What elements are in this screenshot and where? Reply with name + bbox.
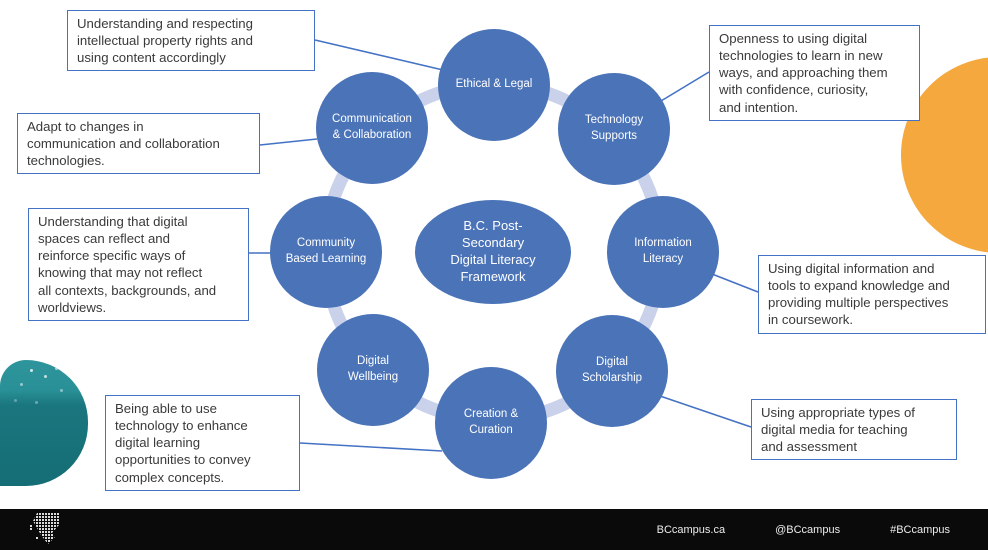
- footer-bar: BCcampus.ca @BCcampus #BCcampus: [0, 509, 988, 550]
- bubbles-decoration: [30, 369, 33, 372]
- node-label: Based Learning: [285, 253, 367, 265]
- line-technology-supports: [660, 71, 710, 102]
- center-hub-framework: B.C. Post- Secondary Digital Literacy Fr…: [415, 200, 571, 304]
- node-information-literacy: Information Literacy: [607, 196, 719, 308]
- center-hub-line: Digital Literacy: [450, 252, 536, 267]
- line-communication-collaboration: [259, 138, 318, 146]
- node-label: Communication: [332, 113, 412, 126]
- footer-hashtag: #BCcampus: [890, 523, 950, 536]
- center-hub-line: Secondary: [461, 235, 525, 251]
- node-digital-scholarship: Digital Scholarship: [556, 315, 668, 427]
- node-digital-wellbeing: Digital Wellbeing: [317, 314, 429, 426]
- center-hub-line: Framework: [460, 268, 526, 284]
- node-label: Scholarship: [581, 372, 643, 384]
- node-label: & Collaboration: [332, 129, 412, 141]
- callout-technology-supports: Openness to using digital technologies t…: [709, 25, 920, 121]
- center-hub-line: B.C. Post-: [463, 218, 523, 234]
- line-digital-scholarship: [659, 395, 752, 428]
- node-label: Ethical & Legal: [455, 78, 533, 91]
- node-community-based-learning: Community Based Learning: [270, 196, 382, 308]
- callout-information-literacy: Using digital information and tools to e…: [758, 255, 986, 334]
- footer-links: BCcampus.ca @BCcampus #BCcampus: [657, 509, 950, 550]
- node-label: Digital: [357, 355, 389, 368]
- footer-site: BCcampus.ca: [656, 523, 726, 536]
- callout-digital-scholarship: Using appropriate types of digital media…: [751, 399, 957, 461]
- node-label: Literacy: [642, 253, 684, 265]
- node-label: Creation &: [463, 408, 519, 421]
- callout-community-based-learning: Understanding that digital spaces can re…: [28, 208, 249, 321]
- node-label: Technology: [584, 114, 644, 127]
- bccampus-logo: [30, 513, 59, 544]
- footer-handle: @BCcampus: [775, 523, 841, 536]
- node-label: Information: [634, 237, 692, 250]
- node-label: Wellbeing: [347, 371, 399, 383]
- line-information-literacy: [711, 273, 759, 293]
- line-creation-curation: [299, 442, 443, 452]
- node-label: Digital: [596, 356, 628, 369]
- node-communication-collaboration: Communication & Collaboration: [316, 72, 428, 184]
- callout-creation-curation: Being able to use technology to enhance …: [105, 395, 300, 491]
- node-creation-curation: Creation & Curation: [435, 367, 547, 479]
- node-technology-supports: Technology Supports: [558, 73, 670, 185]
- node-ethical-legal: Ethical & Legal: [438, 29, 550, 141]
- node-label: Supports: [590, 130, 638, 142]
- callout-ethical-legal: Understanding and respecting intellectua…: [67, 10, 315, 72]
- node-label: Curation: [469, 424, 513, 436]
- node-label: Community: [296, 237, 356, 250]
- callout-communication-collaboration: Adapt to changes in communication and co…: [17, 113, 260, 175]
- line-ethical-legal: [314, 39, 444, 71]
